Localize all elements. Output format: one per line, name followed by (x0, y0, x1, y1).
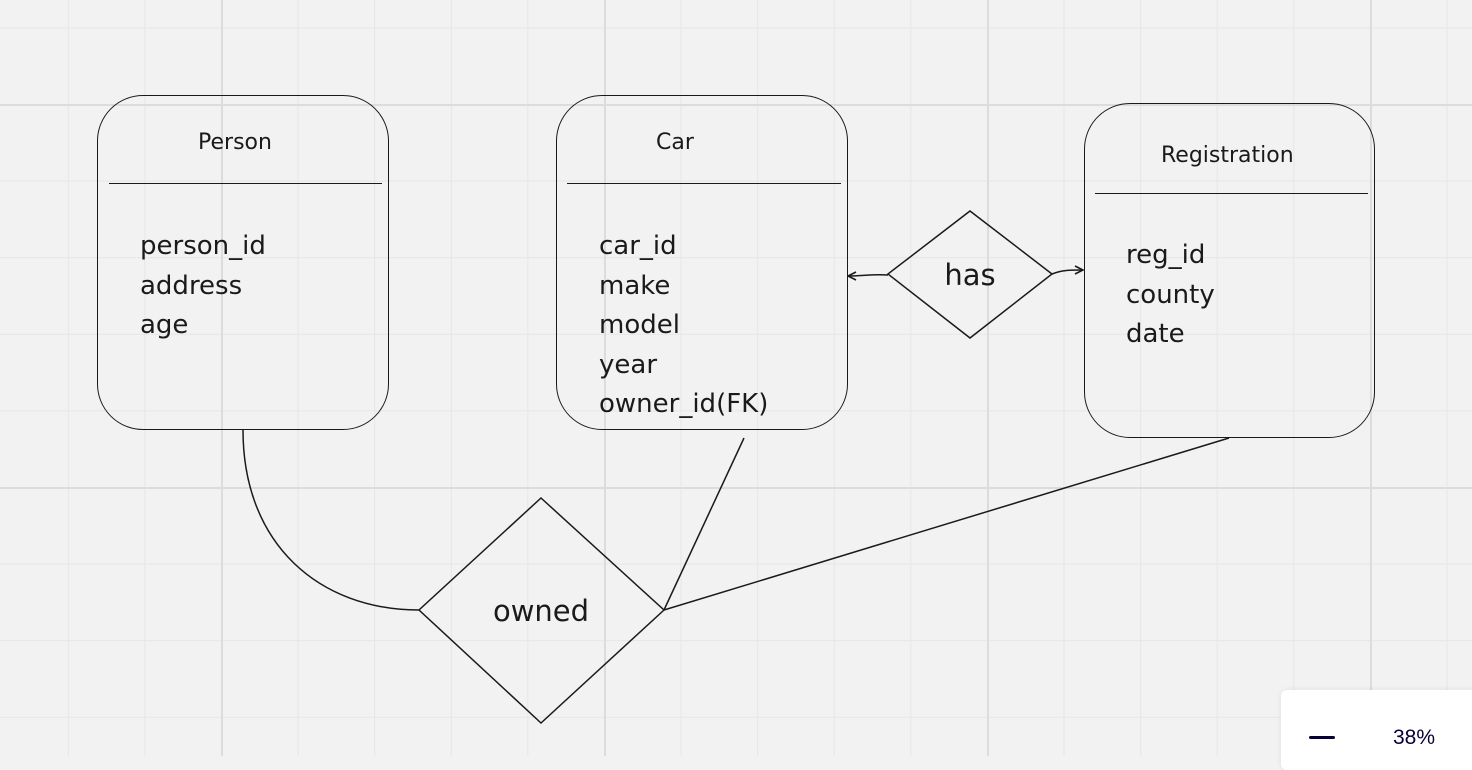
attribute-age: age (140, 310, 189, 340)
attribute-date: date (1126, 319, 1185, 349)
relationship-has-diamond[interactable] (886, 210, 1054, 339)
entity-person[interactable]: Person person_id address age (97, 95, 389, 430)
entity-registration-title: Registration (1161, 143, 1294, 168)
entity-car[interactable]: Car car_id make model year owner_id(FK) (556, 95, 848, 430)
entity-car-attributes: car_id make model year owner_id(FK) (599, 227, 768, 425)
relationship-owned-diamond[interactable] (417, 496, 666, 725)
attribute-year: year (599, 349, 658, 380)
zoom-control-panel: 38% (1281, 690, 1472, 770)
entity-person-title: Person (198, 130, 272, 155)
attribute-model: model (599, 310, 680, 340)
connector-has-registration[interactable] (1051, 270, 1083, 274)
zoom-level-display[interactable]: 38% (1393, 726, 1436, 749)
entity-registration[interactable]: Registration reg_id county date (1084, 103, 1375, 438)
attribute-person-id: person_id (140, 231, 266, 261)
attribute-address: address (140, 270, 243, 301)
relationship-has-label: has (944, 258, 996, 292)
attribute-reg-id: reg_id (1126, 240, 1206, 270)
entity-car-divider (567, 183, 841, 184)
entity-registration-divider (1095, 193, 1368, 194)
entity-registration-attributes: reg_id county date (1126, 236, 1215, 355)
attribute-make: make (599, 270, 671, 301)
entity-person-attributes: person_id address age (140, 227, 266, 346)
connector-person-owned[interactable] (242, 429, 420, 611)
connector-car-owned[interactable] (663, 437, 745, 611)
zoom-out-icon[interactable] (1305, 728, 1339, 746)
attribute-car-id: car_id (599, 231, 677, 261)
attribute-owner-id-fk: owner_id(FK) (599, 389, 769, 419)
entity-person-divider (109, 183, 382, 184)
relationship-owned-label: owned (492, 594, 590, 628)
connector-has-car[interactable] (848, 275, 889, 276)
connector-registration-owned[interactable] (663, 437, 1230, 611)
entity-car-title: Car (656, 130, 694, 155)
attribute-county: county (1126, 279, 1215, 310)
